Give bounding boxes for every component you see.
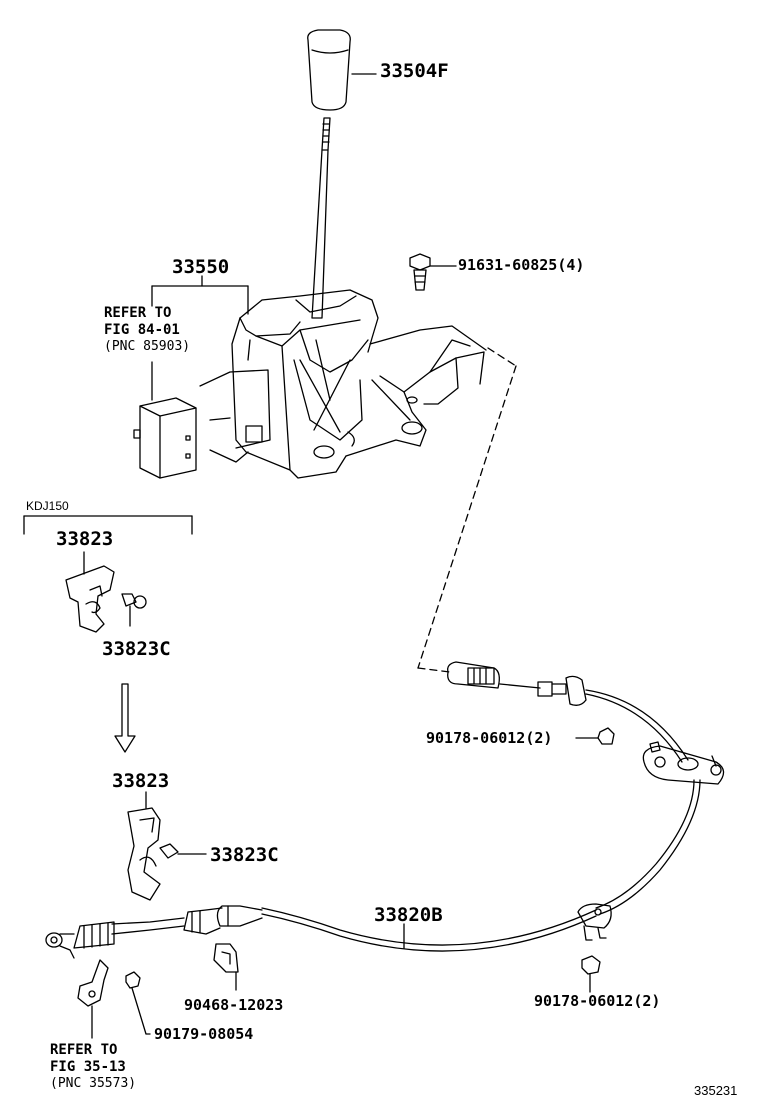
transition-arrow [114,683,136,753]
bolt-drawing [409,253,457,291]
dashed-guide-lines [417,347,517,673]
bracket-top-drawing [65,551,147,633]
clip-drawing [213,943,239,991]
cable-lower-end-drawing [45,905,263,959]
label-knob: 33504F [380,60,449,82]
shift-lever-assembly-drawing [199,289,487,479]
label-nut-small: 90179-08054 [154,1025,254,1043]
label-shift-assembly: 33550 [172,256,230,278]
cable-upper-plate [642,741,725,785]
figure-number: 335231 [694,1083,738,1098]
shift-assembly-leader [151,275,249,401]
shift-lever-rod [311,117,331,319]
refer-lower-line2: FIG 35-13 [50,1059,126,1075]
refer-upper-line2: FIG 84-01 [104,322,180,338]
label-bracket-top: 33823 [56,528,114,550]
nut-upper-drawing [575,727,615,745]
shift-cable-drawing [261,779,701,952]
label-cable: 33820B [374,904,443,926]
label-clip: 90468-12023 [184,996,284,1014]
label-bolt: 91631-60825(4) [458,256,585,274]
bracket-bottom-drawing [127,791,207,901]
refer-note-upper: REFER TO FIG 84-01 (PNC 85903) [104,306,190,356]
nut-lower-drawing [581,955,601,993]
refer-lower-line3: (PNC 35573) [50,1076,137,1091]
label-bracket-bottom-bolt: 33823C [210,844,279,866]
label-nut-lower: 90178-06012(2) [534,992,661,1010]
label-nut-upper: 90178-06012(2) [426,729,553,747]
refer-note-lower: REFER TO FIG 35-13 (PNC 35573) [50,1043,136,1093]
refer-lower-line1: REFER TO [50,1042,118,1058]
lower-bracket-drawing [77,959,151,1039]
refer-upper-line1: REFER TO [104,305,172,321]
label-bracket-bottom: 33823 [112,770,170,792]
control-module-box [133,397,197,479]
refer-upper-line3: (PNC 85903) [104,339,191,354]
variant-bracket-frame [23,515,193,535]
label-variant: KDJ150 [26,499,69,513]
shift-knob-drawing [307,29,377,111]
label-bracket-top-bolt: 33823C [102,638,171,660]
